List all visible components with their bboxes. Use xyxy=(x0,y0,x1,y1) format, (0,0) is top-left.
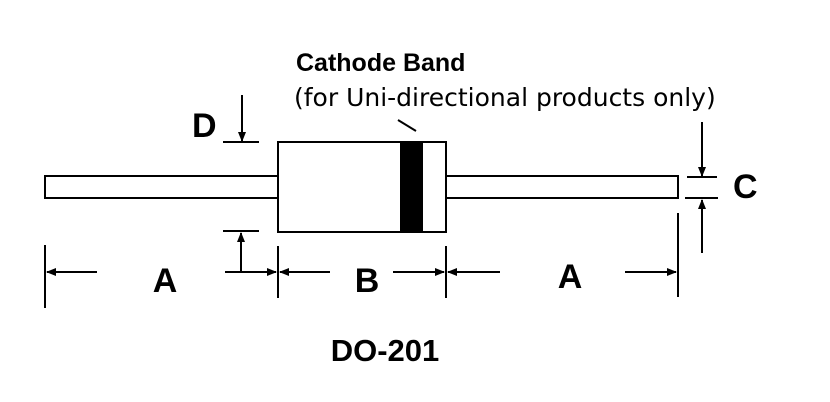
dim-b-label: B xyxy=(355,262,380,300)
dim-a-right-label: A xyxy=(558,258,583,296)
dim-d-label: D xyxy=(192,107,217,145)
callout-leader xyxy=(397,119,417,132)
package-title: DO-201 xyxy=(331,333,440,368)
right-lead xyxy=(445,175,679,199)
cathode-band xyxy=(400,141,423,233)
cathode-band-note: (for Uni-directional products only) xyxy=(294,83,716,112)
dim-a-left-label: A xyxy=(153,262,178,300)
left-lead xyxy=(44,175,279,199)
cathode-band-label: Cathode Band xyxy=(296,49,465,77)
dim-c-label: C xyxy=(733,168,758,206)
